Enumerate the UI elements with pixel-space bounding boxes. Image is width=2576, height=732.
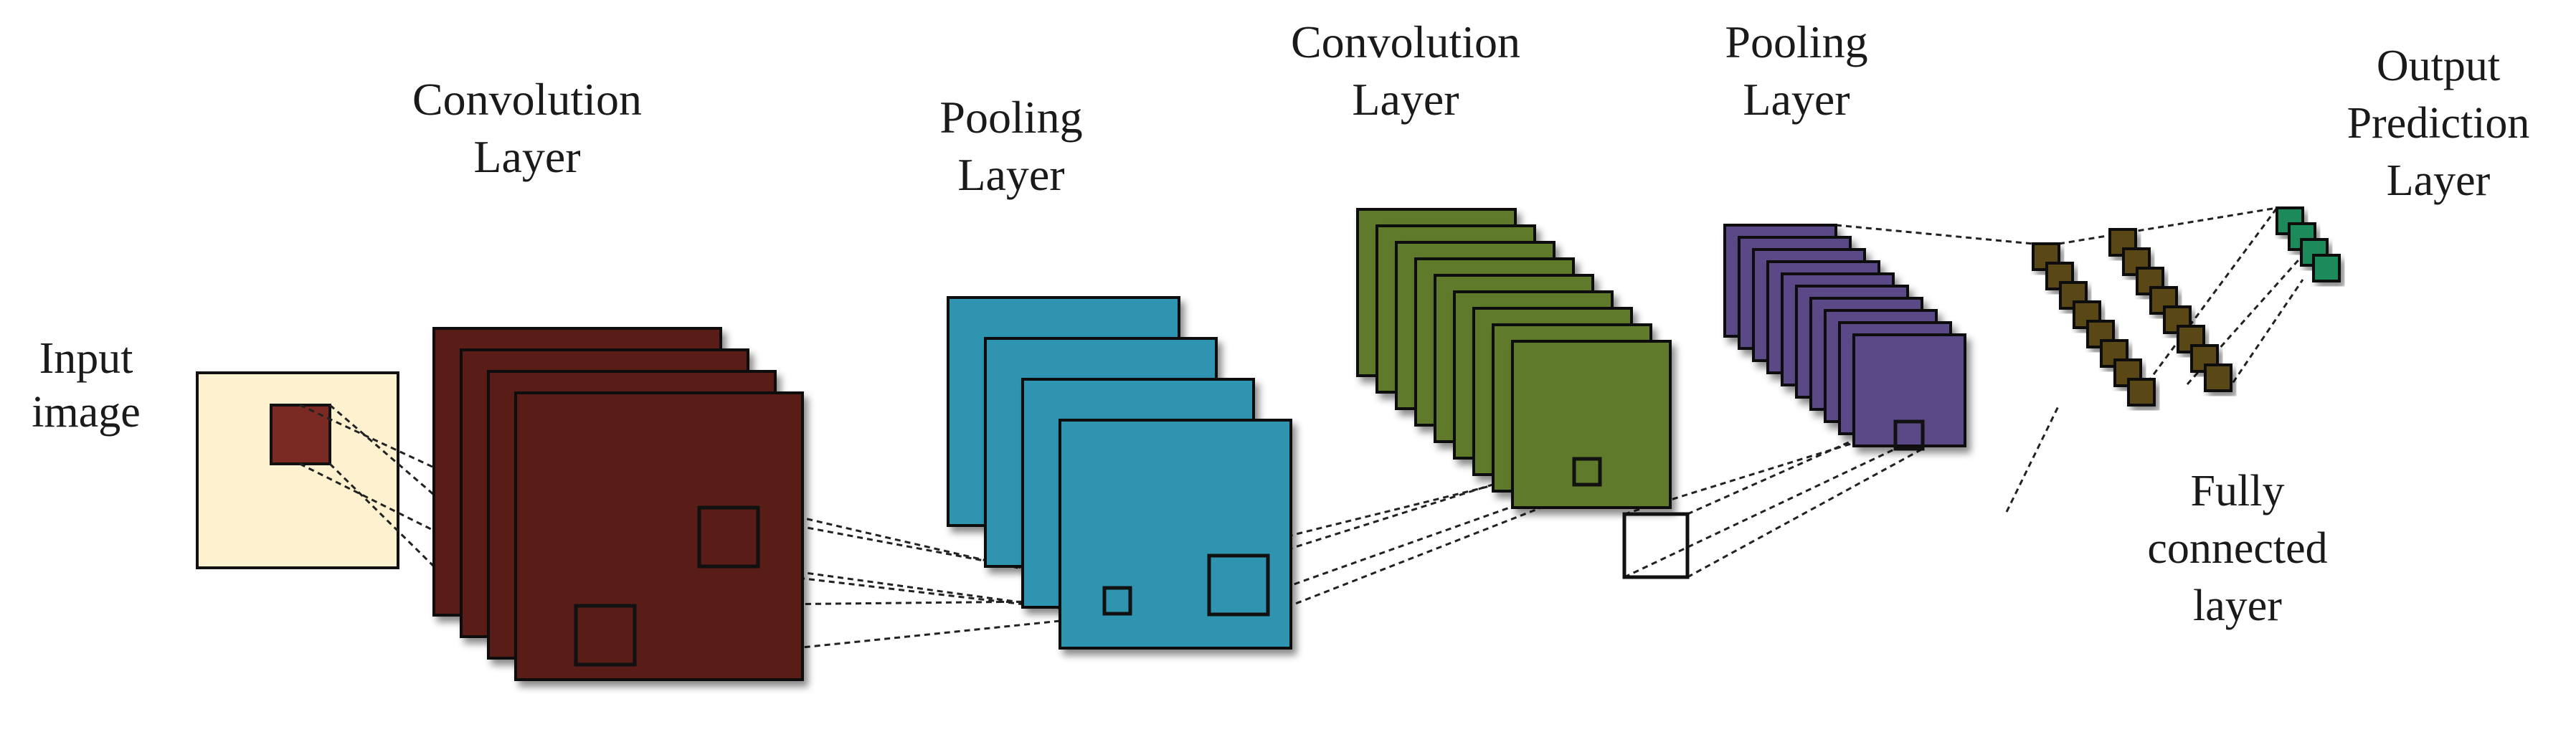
connection-line-3: [299, 462, 435, 532]
conv2-box-lower: [1622, 512, 1690, 579]
input-image: [196, 371, 399, 569]
connection-line-20: [2005, 404, 2060, 513]
fc-label-line2: connected: [2147, 524, 2327, 573]
fc1-unit-8: [2127, 378, 2156, 407]
pool1-label-line2: Layer: [957, 149, 1064, 200]
connection-line-15: [1687, 420, 1896, 515]
conv1-map-4: [514, 391, 804, 681]
fc-label-line3: layer: [2193, 581, 2282, 630]
connection-line-1: [299, 404, 435, 469]
connection-line-11: [1267, 457, 1575, 557]
connection-line-18: [1624, 420, 1923, 515]
pool1-box-right: [1207, 553, 1270, 617]
connection-line-4: [328, 462, 435, 568]
fc2-unit-8: [2204, 363, 2232, 392]
output-label-line1: Output: [2377, 42, 2500, 90]
conv2-label-line2: Layer: [1352, 74, 1459, 125]
pool1-label-line1: Pooling: [939, 92, 1082, 143]
fc1-units: [2032, 242, 2156, 407]
pool2-box-small: [1893, 419, 1925, 451]
conv1-box-lower: [697, 505, 760, 569]
pool1-box-small: [1102, 586, 1132, 616]
pool2-label-line1: Pooling: [1725, 16, 1867, 67]
output-label-line3: Layer: [2387, 156, 2491, 205]
output-unit-4: [2312, 254, 2341, 282]
connection-line-24: [2226, 279, 2304, 391]
conv2-label-line1: Convolution: [1291, 16, 1520, 67]
fc2-units: [2108, 228, 2232, 392]
conv1-feature-maps: [432, 327, 804, 681]
connection-line-19: [1835, 224, 2034, 245]
input-label-line2: image: [32, 388, 141, 437]
input-image-group: [196, 371, 399, 569]
conv1-label-line1: Convolution: [412, 74, 642, 125]
conv2-box-small: [1572, 457, 1602, 487]
output-units: [2276, 206, 2341, 282]
connection-line-16: [1687, 447, 1923, 579]
output-label-line2: Prediction: [2347, 99, 2530, 148]
connection-line-7: [699, 565, 1105, 615]
pool1-map-4: [1059, 419, 1292, 650]
conv1-label-line2: Layer: [473, 131, 580, 182]
connection-line-2: [329, 404, 435, 496]
fc-label-line1: Fully: [2191, 467, 2285, 515]
input-label-line1: Input: [39, 334, 133, 383]
conv1-box-small: [574, 604, 637, 667]
pool2-map-10: [1852, 333, 1966, 447]
connection-line-9: [634, 599, 1105, 607]
connection-line-23: [2186, 254, 2304, 386]
connection-line-21: [2058, 206, 2278, 245]
conv2-feature-maps: [1356, 208, 1672, 509]
pool2-label-line2: Layer: [1743, 74, 1850, 125]
pool1-feature-maps: [947, 296, 1292, 650]
pool2-feature-maps: [1723, 224, 1966, 447]
receptive-field-boxes: [574, 419, 1925, 667]
conv2-map-9: [1511, 340, 1672, 509]
